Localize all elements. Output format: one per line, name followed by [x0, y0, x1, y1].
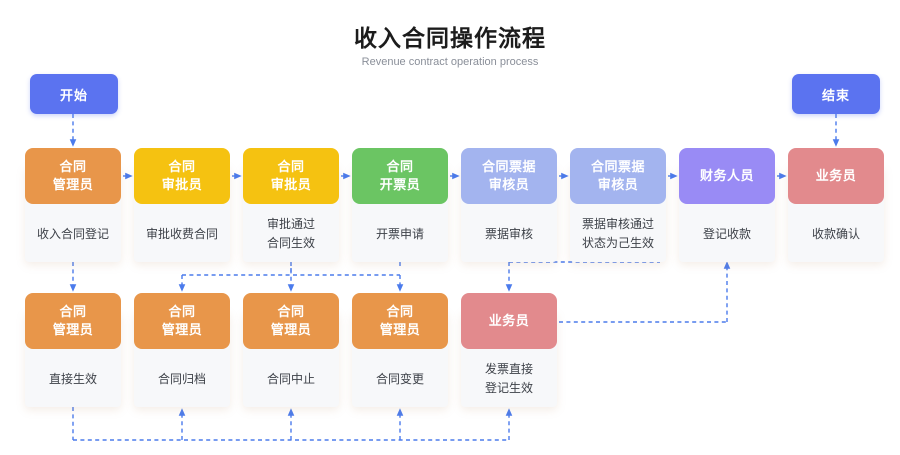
node-description: 票据审核通过状态为己生效 [570, 206, 666, 262]
node-role-line: 审核员 [597, 177, 639, 192]
node-description: 直接生效 [25, 351, 121, 407]
node-role-line: 合同 [386, 159, 414, 174]
top-row-node-t1[interactable]: 合同管理员收入合同登记 [25, 148, 121, 262]
node-role-line: 合同 [277, 159, 305, 174]
node-role-line: 管理员 [270, 322, 312, 337]
top-row-node-t6[interactable]: 合同票据审核员票据审核通过状态为己生效 [570, 148, 666, 262]
node-role-line: 管理员 [52, 177, 94, 192]
terminator-end[interactable]: 结束 [792, 74, 880, 114]
node-description: 票据审核 [461, 206, 557, 262]
top-row-node-t3[interactable]: 合同审批员审批通过合同生效 [243, 148, 339, 262]
node-role-header: 业务员 [461, 293, 557, 349]
node-description-line: 状态为己生效 [581, 236, 654, 250]
node-description-line: 登记生效 [484, 381, 533, 395]
bottom-row-node-b2[interactable]: 合同管理员合同归档 [134, 293, 230, 407]
top-row-node-t4[interactable]: 合同开票员开票申请 [352, 148, 448, 262]
node-role-line: 审核员 [488, 177, 530, 192]
node-description-line: 发票直接 [484, 362, 533, 376]
node-description: 收入合同登记 [25, 206, 121, 262]
node-description: 合同变更 [352, 351, 448, 407]
bottom-row-node-b4[interactable]: 合同管理员合同变更 [352, 293, 448, 407]
terminator-label: 开始 [59, 87, 88, 103]
node-role-line: 管理员 [161, 322, 203, 337]
node-role-line: 合同 [168, 304, 196, 319]
node-role-line: 开票员 [379, 177, 421, 192]
node-role-header: 合同票据审核员 [570, 148, 666, 204]
node-description-line: 审批通过 [266, 217, 315, 231]
node-role-header: 合同管理员 [243, 293, 339, 349]
node-description-line: 收入合同登记 [36, 226, 109, 241]
terminator-label: 结束 [821, 87, 850, 103]
bottom-row-node-b3[interactable]: 合同管理员合同中止 [243, 293, 339, 407]
node-role-header: 合同审批员 [134, 148, 230, 204]
top-row-node-t5[interactable]: 合同票据审核员票据审核 [461, 148, 557, 262]
node-role-line: 合同 [59, 304, 87, 319]
node-description-line: 登记收款 [702, 226, 751, 241]
node-description: 审批通过合同生效 [243, 206, 339, 262]
node-description-line: 合同生效 [266, 236, 315, 250]
bottom-row-node-b5[interactable]: 业务员发票直接登记生效 [461, 293, 557, 407]
top-row-node-t2[interactable]: 合同审批员审批收费合同 [134, 148, 230, 262]
node-description-line: 审批收费合同 [145, 226, 218, 241]
node-role-line: 合同 [386, 304, 414, 319]
node-description-line: 合同变更 [375, 371, 424, 386]
node-role-line: 审批员 [270, 177, 312, 192]
node-role-line: 合同 [59, 159, 87, 174]
node-role-line: 管理员 [52, 322, 94, 337]
node-role-header: 合同审批员 [243, 148, 339, 204]
page-subtitle: Revenue contract operation process [361, 56, 539, 68]
node-description-line: 开票申请 [375, 226, 424, 241]
node-role-line: 财务人员 [699, 168, 754, 183]
node-role-header: 合同管理员 [25, 148, 121, 204]
node-description: 开票申请 [352, 206, 448, 262]
node-description-line: 票据审核 [484, 226, 533, 241]
node-role-line: 审批员 [161, 177, 203, 192]
node-role-header: 合同管理员 [352, 293, 448, 349]
node-description: 登记收款 [679, 206, 775, 262]
node-role-header: 合同开票员 [352, 148, 448, 204]
node-role-line: 业务员 [815, 168, 857, 183]
page-title: 收入合同操作流程 [354, 25, 546, 51]
node-role-line: 合同票据 [481, 159, 536, 174]
node-description: 发票直接登记生效 [461, 351, 557, 407]
node-role-header: 合同管理员 [134, 293, 230, 349]
top-row-node-t7[interactable]: 财务人员登记收款 [679, 148, 775, 262]
node-description-line: 合同归档 [157, 371, 206, 386]
node-role-line: 业务员 [488, 313, 530, 328]
bottom-row-node-b1[interactable]: 合同管理员直接生效 [25, 293, 121, 407]
node-description-line: 收款确认 [811, 226, 860, 241]
node-role-line: 合同 [277, 304, 305, 319]
node-role-header: 合同票据审核员 [461, 148, 557, 204]
node-description: 合同中止 [243, 351, 339, 407]
node-description-line: 票据审核通过 [581, 217, 654, 231]
node-description-line: 合同中止 [266, 371, 315, 386]
node-description: 收款确认 [788, 206, 884, 262]
node-role-line: 管理员 [379, 322, 421, 337]
chart-title-block: 收入合同操作流程 Revenue contract operation proc… [0, 24, 900, 70]
node-description: 审批收费合同 [134, 206, 230, 262]
top-row-node-t8[interactable]: 业务员收款确认 [788, 148, 884, 262]
node-role-line: 合同 [168, 159, 196, 174]
terminator-start[interactable]: 开始 [30, 74, 118, 114]
node-description: 合同归档 [134, 351, 230, 407]
node-role-line: 合同票据 [590, 159, 645, 174]
node-role-header: 财务人员 [679, 148, 775, 204]
node-role-header: 业务员 [788, 148, 884, 204]
node-description-line: 直接生效 [48, 371, 97, 386]
node-role-header: 合同管理员 [25, 293, 121, 349]
